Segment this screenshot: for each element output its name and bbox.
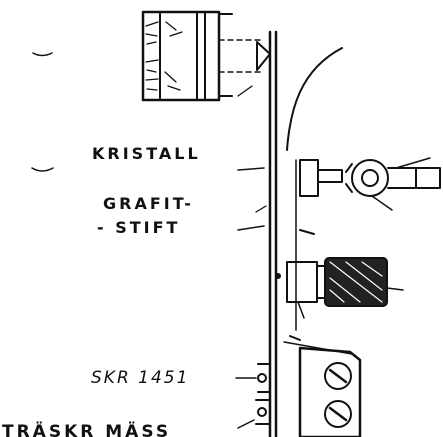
terminal-block — [255, 341, 362, 437]
label-kristall: KRISTALL — [92, 144, 201, 163]
label-grafit-line1: GRAFIT- — [103, 194, 194, 213]
binder-hole-marks — [31, 52, 54, 172]
board-marks — [237, 85, 315, 341]
leader-lines — [235, 167, 265, 429]
main-board — [268, 30, 297, 437]
crystal-holder — [299, 157, 441, 211]
knurled-knob — [275, 257, 404, 319]
label-skr-1451: SKR 1451 — [91, 368, 190, 388]
label-traskr-mass: TRÄSKR MÄSS — [2, 422, 172, 437]
label-grafit-line2: - STIFT — [97, 218, 181, 237]
scale-plate — [141, 10, 271, 102]
curved-arm — [286, 47, 343, 151]
